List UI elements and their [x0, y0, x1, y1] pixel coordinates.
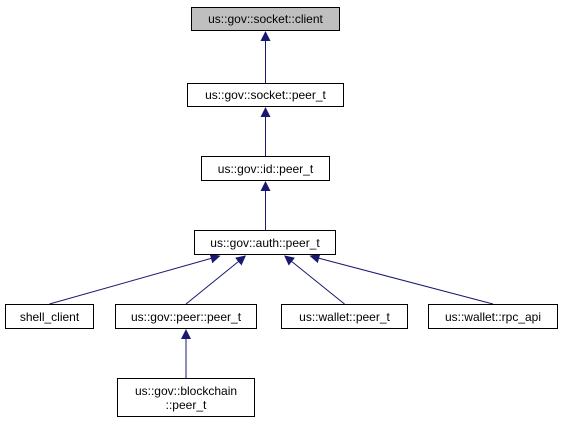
node-wallet-rpc-api-label: us::wallet::rpc_api: [444, 309, 542, 324]
node-blockchain-peer-t-label-line1: us::gov::blockchain: [134, 383, 238, 398]
edge-wallet_peer_t-to-auth_peer_t: [284, 255, 345, 305]
edge-rpc_api-to-auth_peer_t: [309, 253, 494, 305]
edge-shell_client-to-auth_peer_t: [49, 253, 221, 305]
node-id-peer-t[interactable]: us::gov::id::peer_t: [201, 156, 330, 181]
node-auth-peer-t-label: us::gov::auth::peer_t: [210, 235, 320, 250]
node-socket-client-label: us::gov::socket::client: [208, 12, 323, 26]
node-wallet-rpc-api[interactable]: us::wallet::rpc_api: [428, 304, 558, 329]
node-shell-client[interactable]: shell_client: [5, 304, 94, 329]
node-socket-peer-t-label: us::gov::socket::peer_t: [205, 88, 326, 102]
node-gov-peer-peer-t[interactable]: us::gov::peer::peer_t: [115, 304, 257, 329]
edge-gov_peer_t-to-auth_peer_t: [185, 255, 247, 305]
node-socket-peer-t[interactable]: us::gov::socket::peer_t: [187, 83, 344, 107]
node-wallet-peer-t-label: us::wallet::peer_t: [299, 309, 390, 324]
node-auth-peer-t[interactable]: us::gov::auth::peer_t: [194, 230, 336, 255]
node-id-peer-t-label: us::gov::id::peer_t: [217, 161, 314, 176]
node-blockchain-peer-t-label-line2: ::peer_t: [165, 397, 207, 412]
node-blockchain-peer-t[interactable]: us::gov::blockchain ::peer_t: [117, 378, 255, 417]
node-wallet-peer-t[interactable]: us::wallet::peer_t: [281, 304, 408, 329]
node-socket-client[interactable]: us::gov::socket::client: [191, 7, 340, 31]
node-shell-client-label: shell_client: [19, 309, 80, 324]
node-gov-peer-peer-t-label: us::gov::peer::peer_t: [130, 309, 242, 324]
